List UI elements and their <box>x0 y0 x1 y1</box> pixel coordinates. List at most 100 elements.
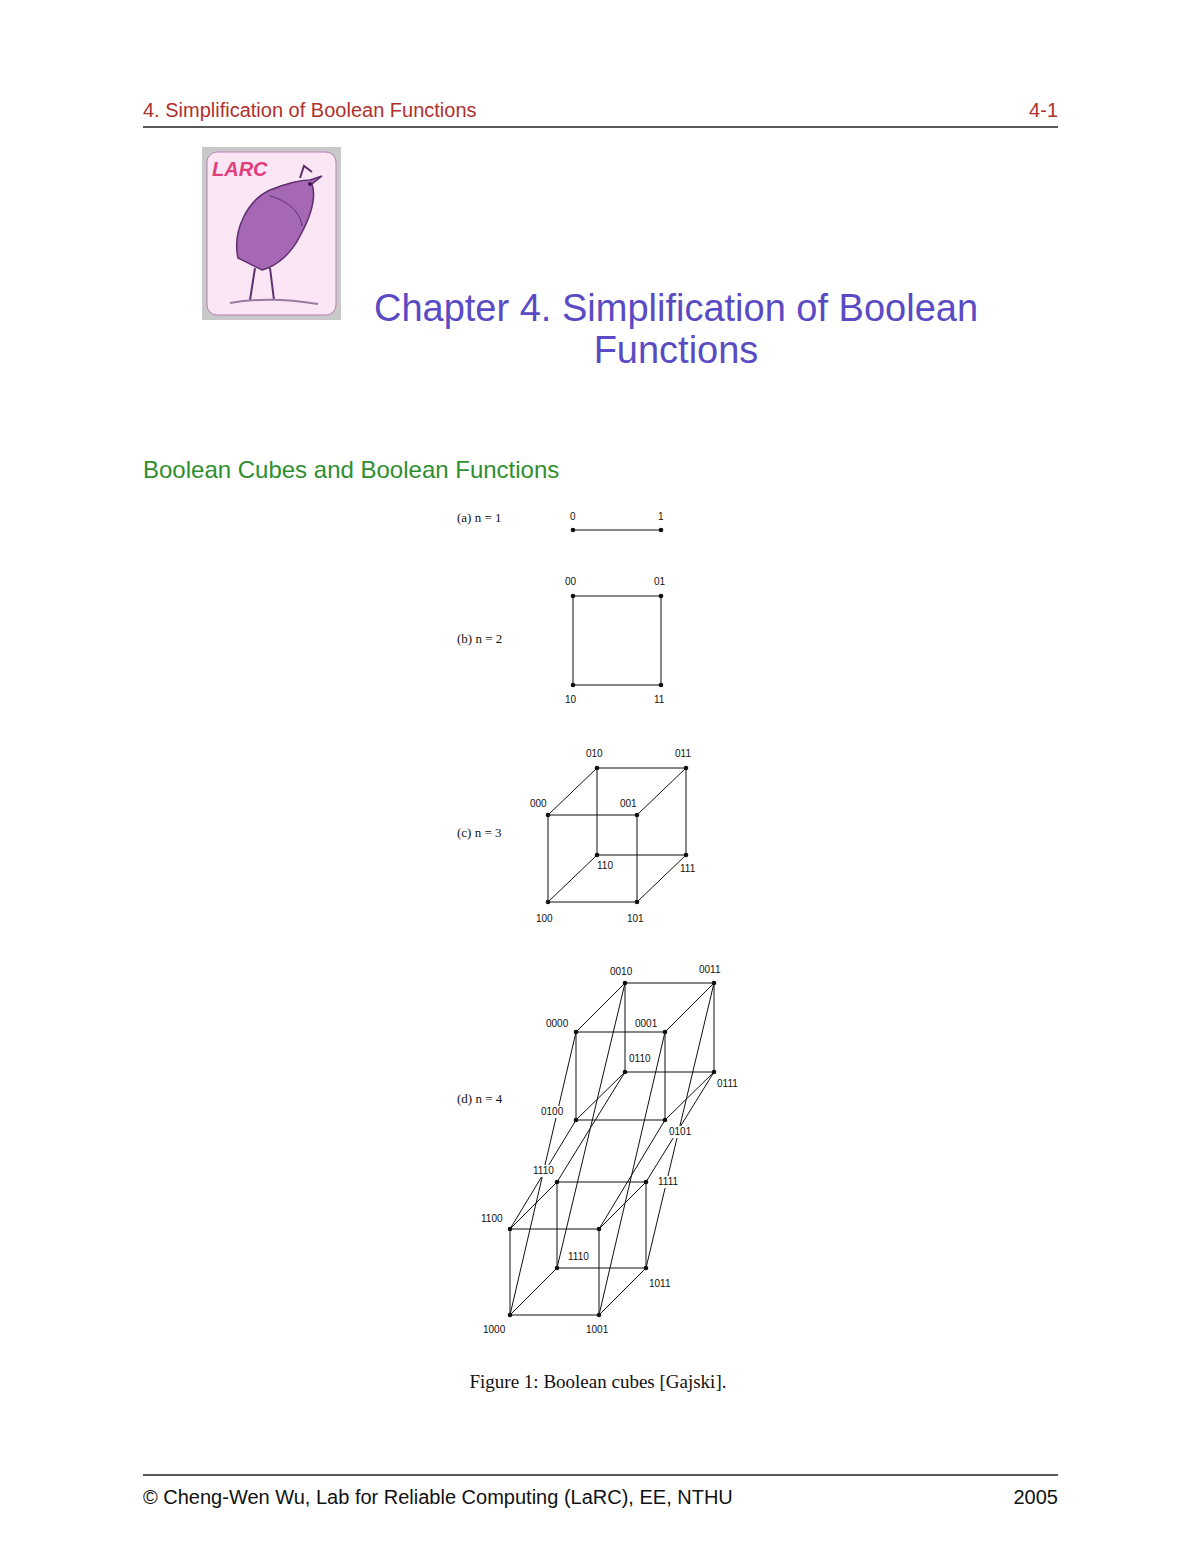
vertex-label: 0000 <box>545 1018 569 1030</box>
chapter-title: Chapter 4. Simplification of Boolean Fun… <box>316 288 1036 372</box>
vertex-dot <box>597 1227 602 1232</box>
cube-edge <box>597 855 686 856</box>
cube-edge <box>686 768 687 855</box>
vertex-dot <box>574 1118 579 1123</box>
section-heading: Boolean Cubes and Boolean Functions <box>143 456 559 484</box>
vertex-label: 1100 <box>480 1213 504 1225</box>
vertex-dot <box>571 594 576 599</box>
vertex-dot <box>712 1070 717 1075</box>
cube-edge <box>557 1182 646 1183</box>
footer-rule <box>143 1474 1058 1476</box>
vertex-label: 1000 <box>482 1324 506 1336</box>
cube-edge <box>548 855 597 902</box>
cube-edge <box>510 1268 557 1315</box>
vertex-label: 00 <box>564 576 577 588</box>
vertex-dot <box>659 594 664 599</box>
vertex-dot <box>597 1313 602 1318</box>
page-number: 4-1 <box>1029 99 1058 122</box>
vertex-dot <box>635 813 640 818</box>
logo-image <box>202 147 341 320</box>
subfigure-label: (d) n = 4 <box>457 1092 502 1107</box>
cube-edge <box>557 1072 625 1182</box>
vertex-dot <box>571 528 576 533</box>
footer-text: © Cheng-Wen Wu, Lab for Reliable Computi… <box>143 1486 733 1509</box>
header-rule <box>143 126 1058 128</box>
cube-edge <box>510 1182 557 1229</box>
figure-caption: Figure 1: Boolean cubes [Gajski]. <box>300 1371 896 1393</box>
vertex-dot <box>623 981 628 986</box>
cube-edge <box>597 768 686 769</box>
vertex-label: 1111 <box>657 1176 679 1188</box>
vertex-dot <box>508 1227 513 1232</box>
cube-edge <box>557 1182 558 1268</box>
cube-edge <box>548 815 549 902</box>
vertex-label: 000 <box>529 798 548 810</box>
vertex-dot <box>659 528 664 533</box>
vertex-label: 0 <box>569 511 577 523</box>
vertex-dot <box>663 1118 668 1123</box>
vertex-label: 10 <box>564 694 577 706</box>
vertex-label: 1110 <box>532 1165 555 1177</box>
cube-edge <box>548 902 637 903</box>
cube-edge <box>599 1120 665 1229</box>
logo-text: LARC <box>212 158 268 181</box>
vertex-dot <box>555 1266 560 1271</box>
cube-edge <box>573 530 661 531</box>
vertex-dot <box>508 1313 513 1318</box>
cube-edge <box>714 983 715 1072</box>
cube-edge <box>576 1032 665 1033</box>
cube-edge <box>625 983 626 1072</box>
cube-edge <box>510 1229 599 1230</box>
vertex-label: 100 <box>535 913 554 925</box>
cube-edge <box>599 1268 646 1315</box>
vertex-dot <box>555 1180 560 1185</box>
vertex-dot <box>663 1030 668 1035</box>
vertex-label: 0001 <box>634 1018 658 1030</box>
vertex-dot <box>684 766 689 771</box>
vertex-label: 101 <box>626 913 645 925</box>
vertex-dot <box>595 766 600 771</box>
vertex-dot <box>595 853 600 858</box>
vertex-label: 1110 <box>567 1251 590 1263</box>
vertex-label: 0111 <box>716 1078 739 1090</box>
subfigure-label: (a) n = 1 <box>457 511 502 526</box>
cube-edge <box>576 1032 577 1120</box>
cube-edge <box>510 1120 576 1229</box>
cube-edge <box>599 1182 646 1229</box>
cube-edge <box>665 983 714 1032</box>
vertex-dot <box>546 813 551 818</box>
vertex-label: 010 <box>585 748 604 760</box>
vertex-label: 1001 <box>585 1324 609 1336</box>
boolean-cube-edges <box>510 530 714 1315</box>
vertex-dot <box>659 683 664 688</box>
cube-edge <box>646 1182 647 1268</box>
cube-edge <box>510 1032 576 1315</box>
vertex-label: 001 <box>619 798 638 810</box>
cube-edge <box>637 768 686 815</box>
vertex-dot <box>684 853 689 858</box>
vertex-label: 0011 <box>698 964 722 976</box>
vertex-label: 0101 <box>668 1126 692 1138</box>
cube-edge <box>661 596 662 685</box>
cube-edge <box>625 1072 714 1073</box>
cube-edge <box>548 815 637 816</box>
cube-edge <box>510 1229 511 1315</box>
cube-edge <box>599 1032 665 1315</box>
subfigure-label: (b) n = 2 <box>457 632 502 647</box>
cube-edge <box>573 596 661 597</box>
cube-edge <box>625 983 714 984</box>
cube-edge <box>510 1315 599 1316</box>
vertex-label: 110 <box>596 860 614 872</box>
cube-edge <box>573 685 661 686</box>
footer-year: 2005 <box>1014 1486 1059 1509</box>
subfigure-label: (c) n = 3 <box>457 826 502 841</box>
vertex-label: 0100 <box>540 1106 564 1118</box>
cube-edge <box>576 1072 625 1120</box>
vertex-label: 01 <box>653 576 666 588</box>
vertex-dot <box>571 683 576 688</box>
vertex-dot <box>546 900 551 905</box>
vertex-label: 0110 <box>628 1053 652 1065</box>
cube-edge <box>637 815 638 902</box>
vertex-label: 11 <box>653 694 665 706</box>
